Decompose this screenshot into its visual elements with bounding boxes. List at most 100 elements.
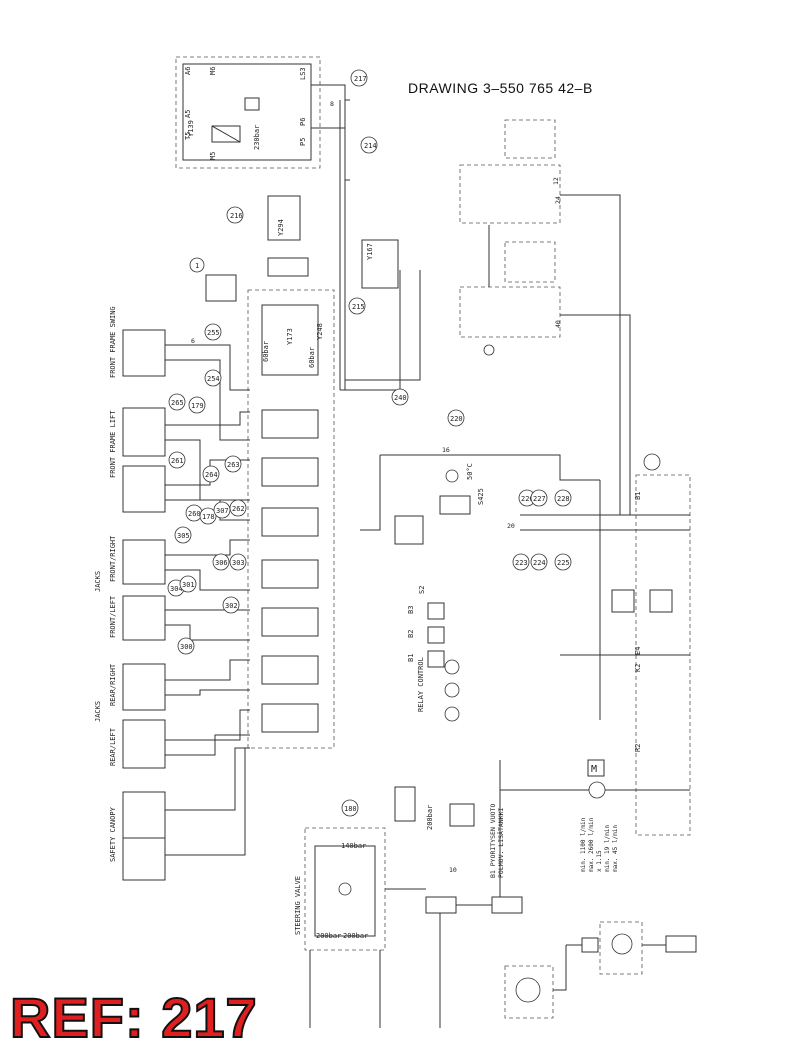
aux-pump [611,933,633,955]
size-10-a: 10 [449,866,457,874]
port-e4: E4 [634,647,642,655]
temp-gauge [445,469,459,483]
flow-spec-3: x 1.15 [596,850,603,872]
relay-b2 [427,626,445,644]
label-y248: Y248 [316,323,324,340]
ref-307: 307 [216,507,229,515]
ref-263: 263 [227,461,240,469]
valve-section-7 [261,703,319,733]
ref-265: 265 [171,399,184,407]
label-60bar-b: 60bar [308,347,316,368]
check-valve-aux [581,937,599,953]
valve-section-y173-y248 [261,304,319,376]
cylinder-valve-bottom [504,241,556,283]
ref-178: 178 [202,513,215,521]
relay-b3 [427,602,445,620]
drawing-title: DRAWING 3–550 765 42–B [408,80,593,96]
actuator-jack-front-right [122,539,166,585]
size-16-a: 16 [442,446,450,454]
label-y167: Y167 [366,243,374,260]
ref-224: 224 [533,559,546,567]
ref-260: 260 [188,510,201,518]
port-a5: A5 [184,110,192,118]
label-relay-control: RELAY CONTROL [417,657,425,712]
port-p6: P6 [299,118,307,126]
gauge-1 [205,274,237,302]
valve-section-3 [261,507,319,537]
ref-bubbles-left: 255 254 265 179 261 264 263 260 178 307 … [167,323,247,655]
label-60bar-a: 60bar [262,341,270,362]
relay-valve [394,515,424,545]
label-b2: B2 [407,630,415,638]
main-pump [588,781,606,799]
flow-spec-4: min. 19 l/min [604,825,611,872]
ref-bubble-216 [226,206,244,224]
label-safety-canopy: SAFETY CANOPY [109,806,117,862]
label-front-right: FRONT/RIGHT [109,535,117,582]
ref-254: 254 [207,375,220,383]
actuator-front-frame-lift-b [122,465,166,513]
ref-216: 216 [230,212,243,220]
valve-180 [394,786,416,822]
pump-control-block [175,56,321,169]
ref-261: 261 [171,457,184,465]
ref-217: 217 [354,75,367,83]
relay-b1 [427,650,445,668]
port-m5: M5 [209,152,217,160]
ref-223: 223 [515,559,528,567]
connector-block-2 [491,896,523,914]
ref-214: 214 [364,142,377,150]
check-valve-block [267,257,309,277]
size-24-a: 24 [554,196,562,204]
label-200bar-b: 200bar [316,932,341,940]
ref-302: 302 [225,602,238,610]
cylinder-group-top [459,164,561,224]
actuator-jack-rear-left [122,719,166,769]
label-jacks: JACKS [94,571,102,592]
label-motor-m: M [591,764,597,775]
ref-300: 300 [180,643,193,651]
port-ls3: LS3 [299,67,307,80]
hose-lines [165,344,250,856]
motor-small-icon [483,344,495,356]
label-pump-note-1: B1 PYORITYSEN VUOTO [489,804,497,878]
label-y294: Y294 [277,219,285,236]
label-y173: Y173 [286,328,294,345]
ref-305: 305 [177,532,190,540]
size-40-a: 40 [554,320,562,328]
relief-valve-230 [244,97,260,111]
valve-section-1 [261,409,319,439]
label-200bar-a: 200bar [426,805,434,830]
actuator-safety-canopy-b [122,837,166,881]
label-steering-valve: STEERING VALVE [294,876,302,935]
ref-bubble-220 [447,409,465,427]
actuator-jack-front-left [122,595,166,641]
tank-gauge [643,453,661,471]
size-20-a: 20 [507,522,515,530]
ref-bubble-217 [350,69,368,87]
port-a6: A6 [184,67,192,75]
label-rear-left: REAR/LEFT [109,727,117,766]
actuator-jack-rear-right [122,663,166,711]
relay-gauge-1 [444,659,460,675]
label-b1: B1 [407,654,415,662]
pump-control-inner [182,63,312,161]
ref-255: 255 [207,329,220,337]
label-200bar-c: 200bar [343,932,368,940]
port-p5: P5 [299,138,307,146]
ref-301: 301 [182,581,195,589]
ref-bubble-214 [360,136,378,154]
ref-264: 264 [205,471,218,479]
relay-gauge-2 [444,682,460,698]
filter-2 [649,589,673,613]
ref-228: 228 [557,495,570,503]
label-front-left: FRONT/LEFT [109,595,117,638]
ref-303: 303 [232,559,245,567]
ref-215: 215 [352,303,365,311]
label-140bar: 140bar [341,842,366,850]
ref-227: 227 [533,495,546,503]
valve-section-6 [261,655,319,685]
port-t5: T5 [184,132,192,140]
label-b3: B3 [407,606,415,614]
